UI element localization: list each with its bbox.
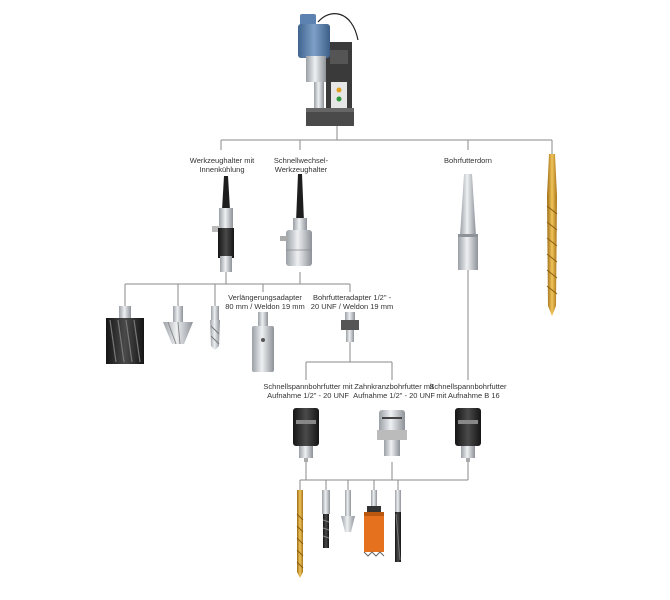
countersink-icon	[163, 306, 193, 345]
tap-icon	[322, 490, 330, 548]
countersink-bit-icon	[341, 490, 355, 532]
extension-adapter-icon	[252, 312, 274, 372]
short-cutter-icon	[210, 306, 220, 350]
magnetic-drill-press-icon	[298, 13, 359, 126]
reamer-icon	[395, 490, 401, 562]
quick-change-holder-icon	[280, 174, 312, 266]
label-keyless-chuck-unf: Schnellspannbohrfutter mit Aufnahme 1/2"…	[263, 382, 353, 400]
label-keyless-chuck-b16: Schnellspannbohrfutter mit Aufnahme B 16	[429, 382, 507, 400]
taper-shank-twist-drill-icon	[546, 154, 558, 316]
morse-taper-arbor-icon	[458, 174, 478, 270]
label-chuck-arbor: Bohrfutterdorn	[444, 156, 492, 165]
keyless-chuck-icon	[293, 408, 319, 462]
keyless-chuck-icon	[455, 408, 481, 462]
label-chuck-adapter: Bohrfutteradapter 1/2" - 20 UNF / Weldon…	[310, 293, 394, 311]
label-extension-adapter: Verlängerungsadapter 80 mm / Weldon 19 m…	[225, 293, 305, 311]
label-quick-change-holder: Schnellwechsel- Werkzeughalter	[273, 156, 329, 174]
label-geared-chuck-unf: Zahnkranzbohrfutter mit Aufnahme 1/2" - …	[353, 382, 435, 400]
connector-lines	[124, 126, 553, 490]
twist-drill-icon	[296, 490, 304, 578]
chuck-adapter-icon	[341, 312, 359, 342]
hole-saw-icon	[363, 490, 385, 557]
geared-chuck-icon	[377, 410, 407, 456]
label-tool-holder-cooling: Werkzeughalter mit Innenkühlung	[189, 156, 255, 174]
annular-cutter-icon	[106, 306, 144, 364]
tool-holder-icon	[212, 176, 234, 272]
